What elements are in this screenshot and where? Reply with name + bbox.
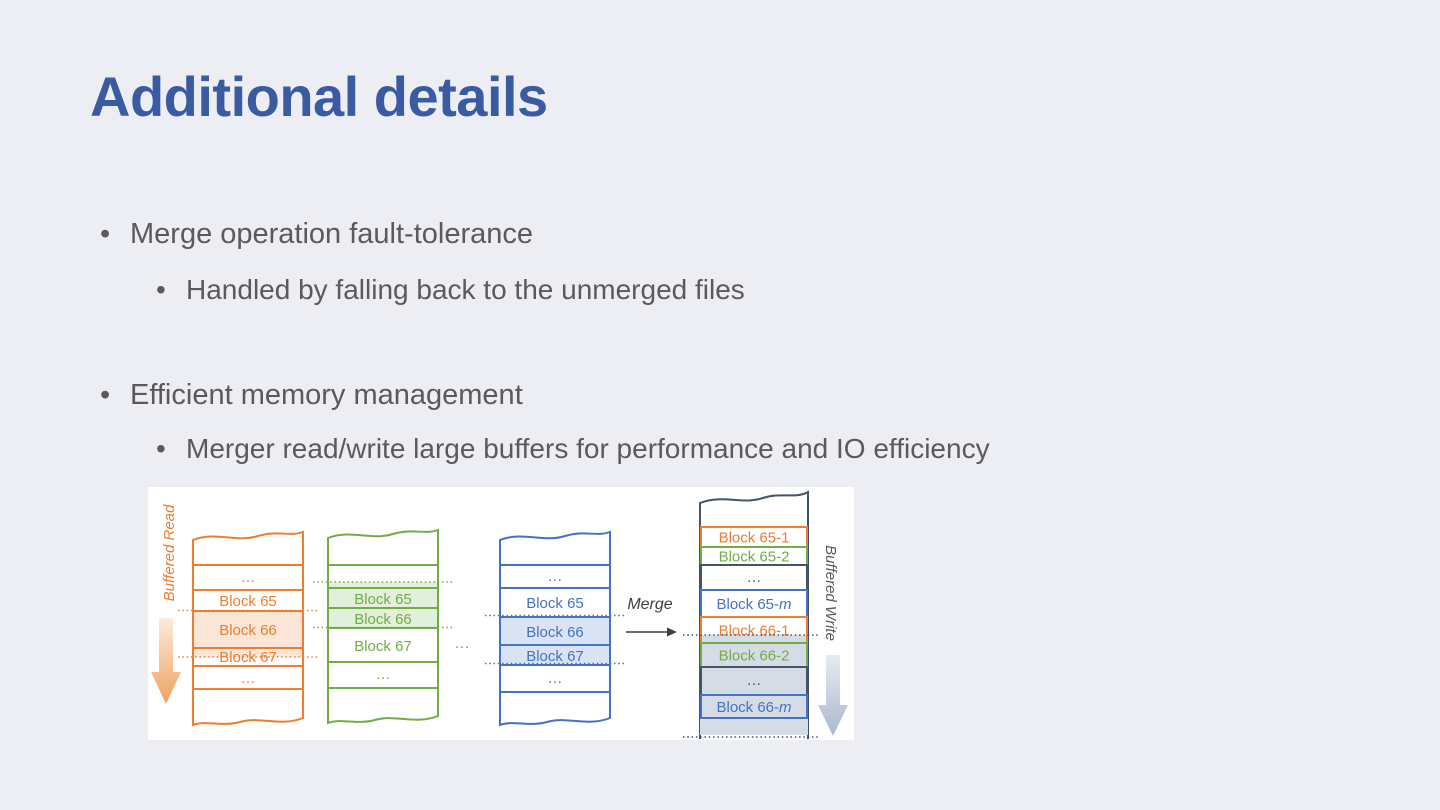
buffer-merge-diagram: Buffered Read … Block 65 Block 66 Block …	[151, 490, 848, 739]
read-window-highlight	[501, 617, 609, 664]
ellipsis-label: …	[548, 568, 563, 585]
block-label: Block 66	[526, 624, 584, 641]
block-label: Block 65-2	[719, 549, 790, 566]
block-label-prefix: Block 66-	[716, 699, 779, 716]
buffered-write-arrow-icon	[818, 655, 848, 736]
block-label-prefix: Block 65-	[716, 596, 779, 613]
buffered-write-label: Buffered Write	[822, 545, 839, 641]
merge-label: Merge	[627, 596, 672, 613]
block-label: Block 67	[526, 648, 584, 665]
block-label: Block 66-2	[719, 648, 790, 665]
block-label-m: m	[779, 596, 792, 613]
read-window-highlight	[329, 582, 437, 628]
block-label-m: m	[779, 699, 792, 716]
merged-output-file: Block 65-1 Block 65-2 … Block 65-m Block…	[683, 490, 820, 739]
ellipsis-label: …	[548, 670, 563, 687]
bullet-text: Handled by falling back to the unmerged …	[186, 274, 745, 305]
block-label: Block 65	[354, 591, 412, 608]
ellipsis-label: …	[747, 569, 762, 586]
block-label: Block 65	[526, 595, 584, 612]
buffered-read-label: Buffered Read	[161, 504, 178, 601]
block-label: Block 65-1	[719, 530, 790, 547]
read-window-highlight	[194, 611, 302, 657]
ellipsis-label: …	[241, 569, 256, 586]
bullet-text: Merge operation fault-tolerance	[130, 218, 534, 250]
ellipsis-label: …	[376, 666, 391, 683]
run-file-orange: … Block 65 Block 66 Block 67 …	[178, 530, 318, 727]
block-label: Block 66	[354, 611, 412, 628]
bullet-text: Merger read/write large buffers for perf…	[186, 433, 990, 464]
bullet-item-4: • Merger read/write large buffers for pe…	[156, 433, 990, 465]
block-label: Block 65	[219, 593, 277, 610]
bullet-item-2: • Handled by falling back to the unmerge…	[156, 274, 745, 306]
more-runs-ellipsis: …	[454, 635, 470, 652]
run-file-green: Block 65 Block 66 Block 67 …	[313, 528, 453, 725]
bullet-marker: •	[100, 218, 111, 250]
block-label: Block 65-m	[716, 596, 791, 613]
merge-operation: Merge	[626, 596, 677, 637]
block-label: Block 66-m	[716, 699, 791, 716]
ellipsis-label: …	[241, 670, 256, 687]
bullet-item-1: • Merge operation fault-tolerance	[100, 218, 533, 251]
block-label: Block 66	[219, 622, 277, 639]
ellipsis-label: …	[747, 672, 762, 689]
bullet-marker: •	[156, 274, 166, 305]
bullet-marker: •	[156, 433, 166, 464]
bullet-text: Efficient memory management	[130, 379, 523, 411]
page-title: Additional details	[90, 65, 548, 128]
bullet-item-3: • Efficient memory management	[100, 379, 523, 412]
block-label: Block 67	[354, 638, 412, 655]
bullet-marker: •	[100, 379, 111, 411]
block-label: Block 66-1	[719, 623, 790, 640]
run-file-blue: … Block 65 Block 66 Block 67 …	[485, 530, 625, 727]
diagram-panel: Buffered Read … Block 65 Block 66 Block …	[148, 487, 854, 740]
buffered-read-arrow-icon	[151, 618, 181, 704]
